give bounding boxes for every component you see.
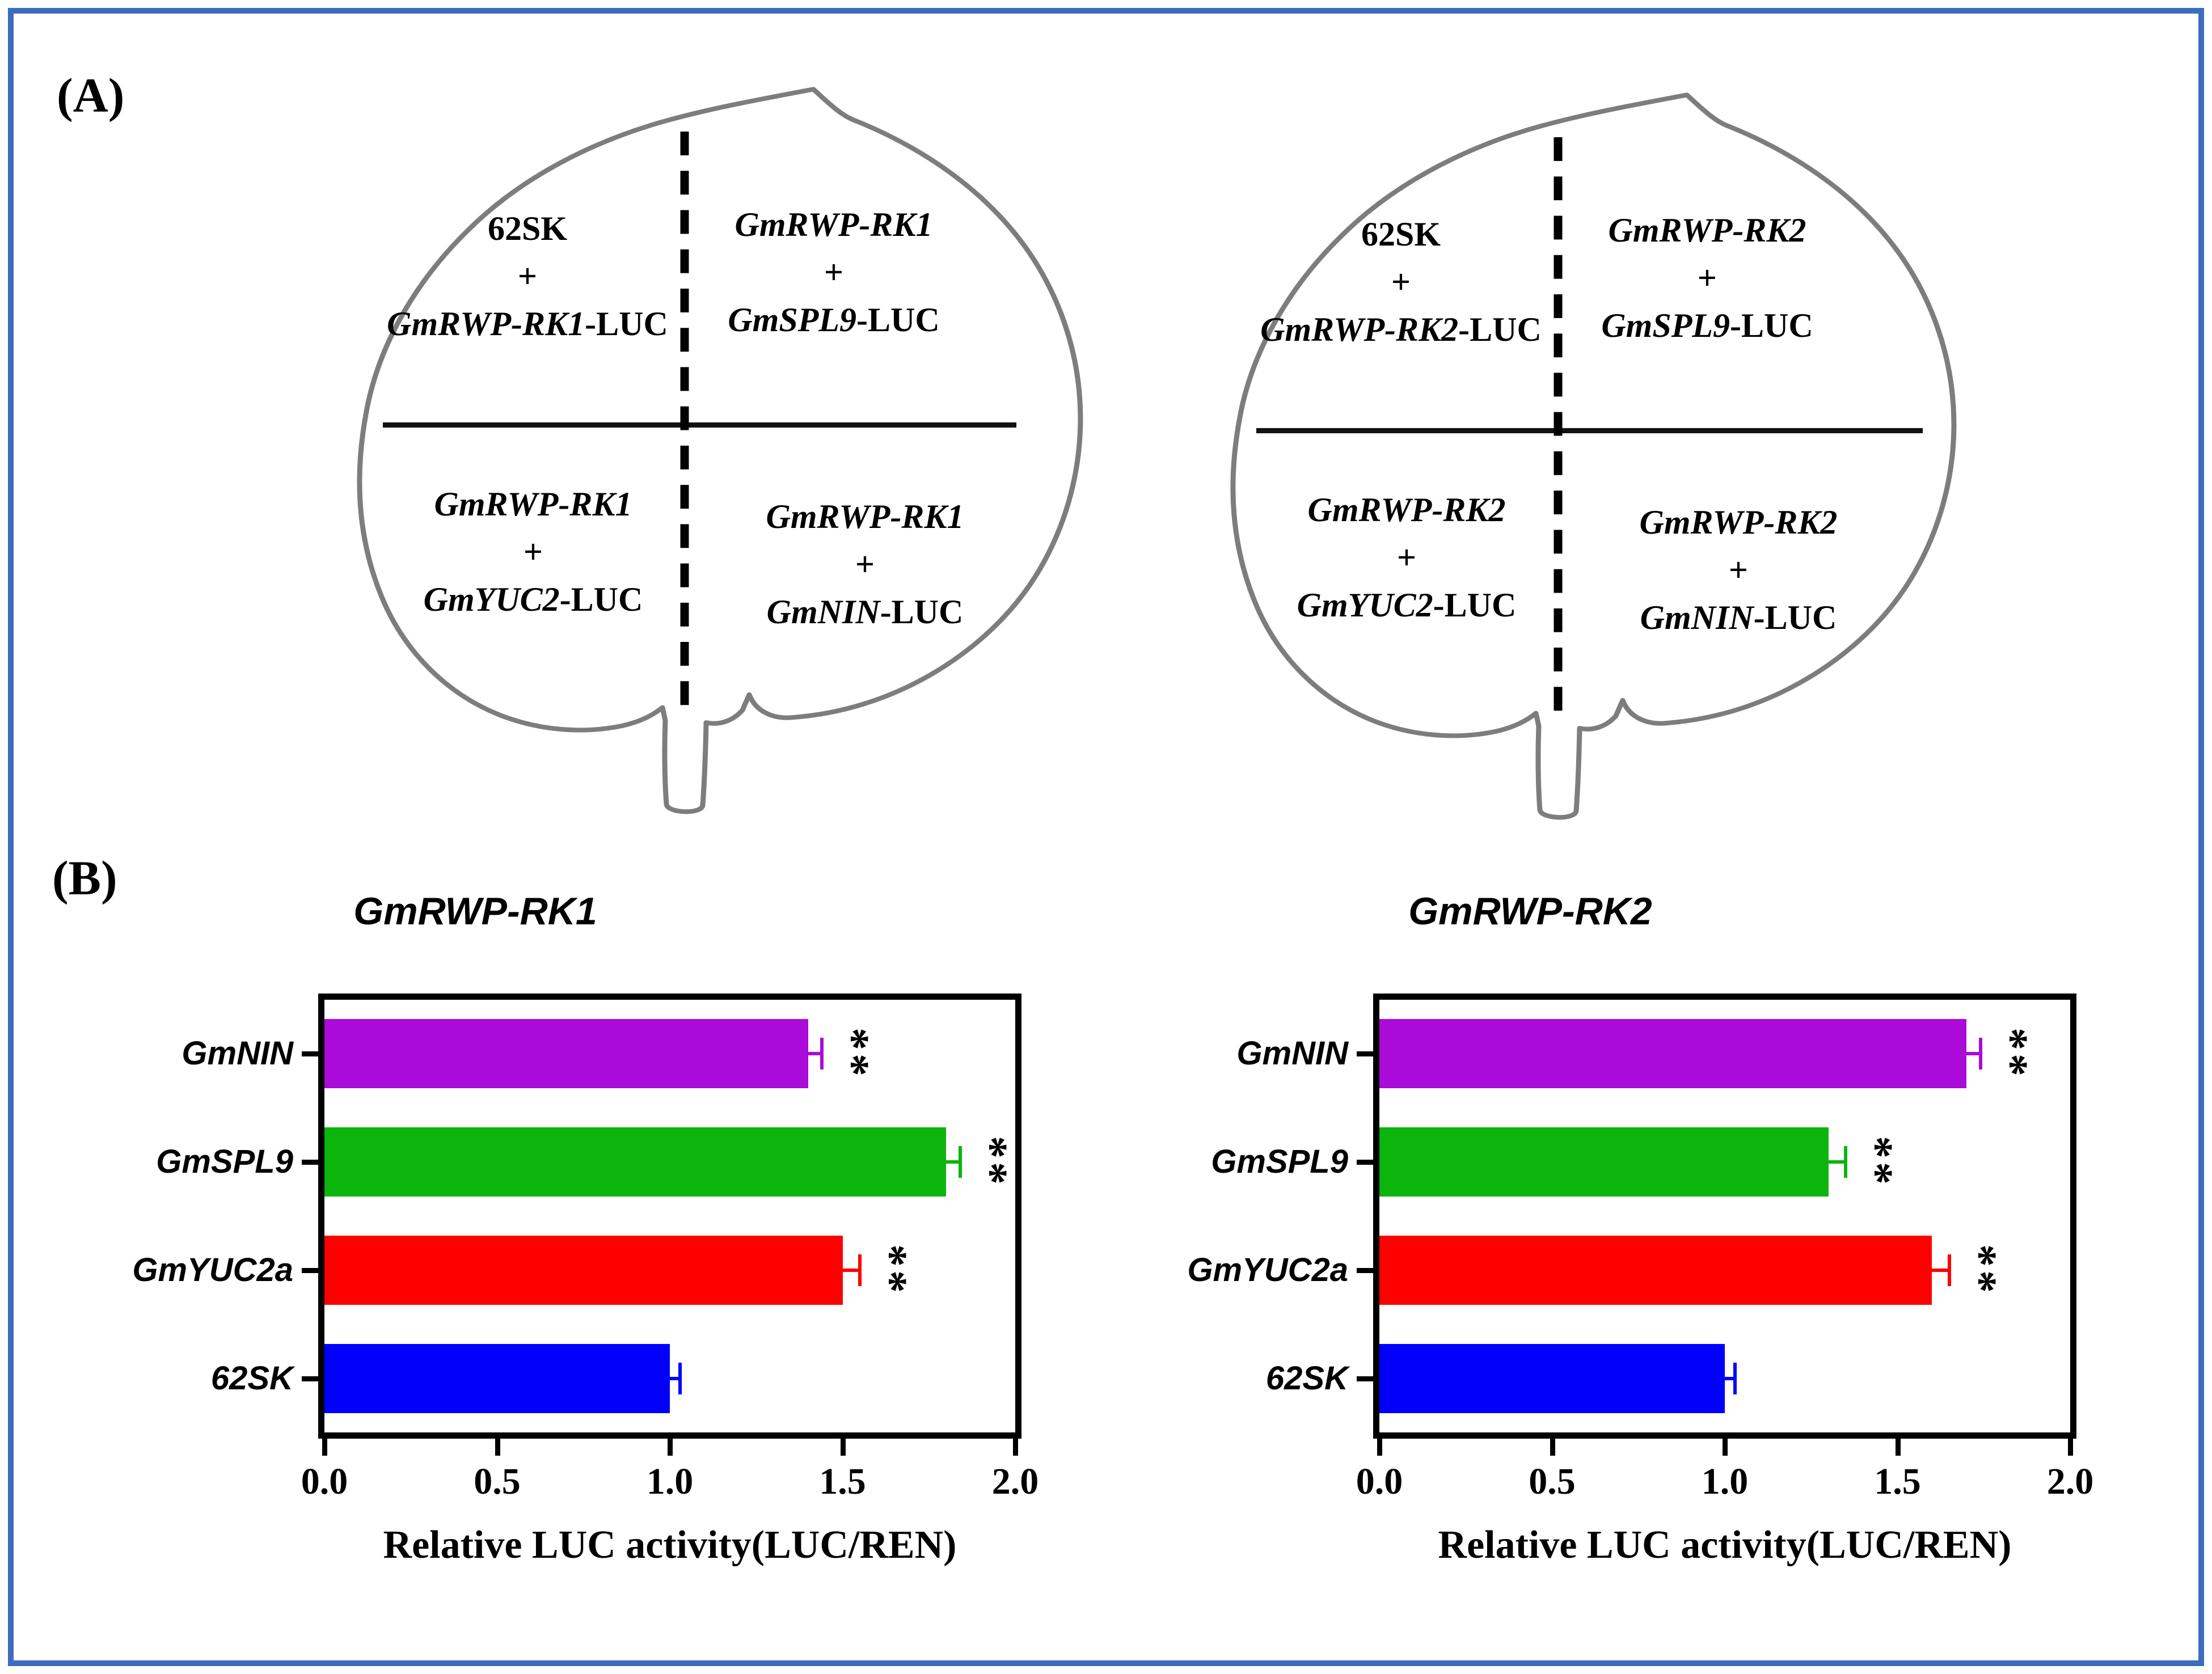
y-axis-label: GmSPL9 xyxy=(156,1143,293,1181)
errorbar-line xyxy=(1966,1052,1981,1056)
y-axis-label: GmNIN xyxy=(181,1035,293,1072)
x-axis-tick xyxy=(495,1439,500,1456)
y-axis-tick xyxy=(1357,1160,1373,1165)
errorbar-cap xyxy=(858,1254,862,1286)
leaf-outline xyxy=(357,87,1083,814)
leaf-outline-svg xyxy=(1230,92,1957,820)
x-tick-label: 0.0 xyxy=(301,1461,348,1502)
plot-area: ** ** ** xyxy=(318,994,1021,1439)
significance-stars: ** xyxy=(1955,1244,2006,1296)
errorbar-line xyxy=(1932,1268,1949,1272)
bar-62SK xyxy=(324,1343,670,1413)
y-axis-tick xyxy=(302,1267,318,1273)
x-tick-label: 2.0 xyxy=(991,1461,1039,1502)
x-tick-label: 0.5 xyxy=(1529,1461,1576,1502)
bar-GmSPL9 xyxy=(1379,1127,1829,1197)
errorbar-cap xyxy=(1844,1146,1848,1178)
chart-title: GmRWP-RK2 xyxy=(1408,890,1652,933)
chart-title: GmRWP-RK1 xyxy=(353,890,597,933)
y-axis-label: GmSPL9 xyxy=(1211,1143,1348,1181)
leaf2-quadrant-bottom-left-label: GmRWP-RK2 + GmYUC2-LUC xyxy=(1297,491,1517,624)
errorbar-cap xyxy=(678,1362,682,1394)
x-tick-label: 1.5 xyxy=(1874,1461,1921,1502)
leaf1-quadrant-top-left-label: 62SK + GmRWP-RK1-LUC xyxy=(387,210,668,343)
errorbar-cap xyxy=(1733,1362,1737,1394)
bar-chart-rk1: GmRWP-RK1 ** ** ** Relative LUC activity(L… xyxy=(125,873,1089,1622)
bar-chart-rk2: GmRWP-RK2 ** ** ** Relative LUC activity(L… xyxy=(1180,873,2144,1622)
bar-62SK xyxy=(1379,1343,1725,1413)
significance-stars: ** xyxy=(1851,1136,1902,1189)
bar-GmYUC2a xyxy=(1379,1235,1932,1305)
x-tick-label: 0.5 xyxy=(474,1461,521,1502)
y-axis-tick xyxy=(1357,1051,1373,1057)
x-axis-tick xyxy=(1723,1439,1728,1456)
y-axis-label: GmNIN xyxy=(1236,1035,1348,1072)
y-axis-tick xyxy=(302,1160,318,1165)
y-axis-label: GmYUC2a xyxy=(1187,1251,1348,1288)
y-axis-label: GmYUC2a xyxy=(132,1251,293,1288)
y-axis-tick xyxy=(1357,1376,1373,1381)
x-tick-label: 1.5 xyxy=(819,1461,866,1502)
leaf-outline-svg xyxy=(357,87,1083,814)
y-axis-label: 62SK xyxy=(210,1359,293,1397)
errorbar-line xyxy=(1828,1160,1846,1164)
errorbar-cap xyxy=(1947,1254,1951,1286)
leaf-diagram-rk1: 62SK + GmRWP-RK1-LUC GmRWP-RK1 + GmSPL9-… xyxy=(323,74,1095,828)
x-axis-tick xyxy=(840,1439,846,1456)
y-axis-tick xyxy=(302,1051,318,1057)
leaf-outline xyxy=(1230,92,1957,820)
x-axis-tick xyxy=(322,1439,327,1456)
x-axis-title: Relative LUC activity(LUC/REN) xyxy=(383,1523,957,1567)
x-axis-tick xyxy=(1013,1439,1018,1456)
x-tick-label: 2.0 xyxy=(2046,1461,2094,1502)
y-axis-tick xyxy=(1357,1267,1373,1273)
errorbar-line xyxy=(670,1376,681,1380)
bar-GmSPL9 xyxy=(324,1127,947,1197)
significance-stars: ** xyxy=(828,1028,878,1080)
errorbar-line xyxy=(842,1268,860,1272)
x-axis-tick xyxy=(1550,1439,1555,1456)
x-tick-label: 1.0 xyxy=(646,1461,694,1502)
plot-area: ** ** ** xyxy=(1373,994,2076,1439)
errorbar-cap xyxy=(820,1038,824,1070)
errorbar-line xyxy=(808,1052,822,1056)
x-axis-tick xyxy=(1377,1439,1382,1456)
significance-stars: ** xyxy=(966,1136,1016,1189)
leaf1-quadrant-bottom-right-label: GmRWP-RK1 + GmNIN-LUC xyxy=(766,498,964,631)
leaf2-quadrant-top-left-label: 62SK + GmRWP-RK2-LUC xyxy=(1260,215,1542,348)
x-tick-label: 1.0 xyxy=(1701,1461,1749,1502)
bar-GmYUC2a xyxy=(324,1235,843,1305)
x-axis-tick xyxy=(1895,1439,1901,1456)
y-axis-label: 62SK xyxy=(1265,1359,1348,1397)
x-tick-label: 0.0 xyxy=(1356,1461,1403,1502)
bar-GmNIN xyxy=(324,1019,808,1089)
leaf-diagram-rk2: 62SK + GmRWP-RK2-LUC GmRWP-RK2 + GmSPL9-… xyxy=(1197,79,1968,834)
x-axis-title: Relative LUC activity(LUC/REN) xyxy=(1438,1523,2012,1567)
errorbar-line xyxy=(946,1160,960,1164)
x-axis-tick xyxy=(2068,1439,2073,1456)
errorbar-cap xyxy=(958,1146,962,1178)
significance-stars: ** xyxy=(1986,1028,2037,1080)
leaf1-quadrant-bottom-left-label: GmRWP-RK1 + GmYUC2-LUC xyxy=(423,485,643,618)
leaf2-quadrant-top-right-label: GmRWP-RK2 + GmSPL9-LUC xyxy=(1601,212,1813,344)
errorbar-cap xyxy=(1978,1038,1982,1070)
significance-stars: ** xyxy=(866,1244,916,1296)
panel-a-label: (A) xyxy=(57,68,125,122)
leaf1-quadrant-top-right-label: GmRWP-RK1 + GmSPL9-LUC xyxy=(728,206,940,339)
panel-b-label: (B) xyxy=(52,851,117,905)
errorbar-line xyxy=(1725,1376,1736,1380)
leaf2-quadrant-bottom-right-label: GmRWP-RK2 + GmNIN-LUC xyxy=(1639,504,1838,636)
x-axis-tick xyxy=(668,1439,673,1456)
bar-GmNIN xyxy=(1379,1019,1967,1089)
y-axis-tick xyxy=(302,1376,318,1381)
